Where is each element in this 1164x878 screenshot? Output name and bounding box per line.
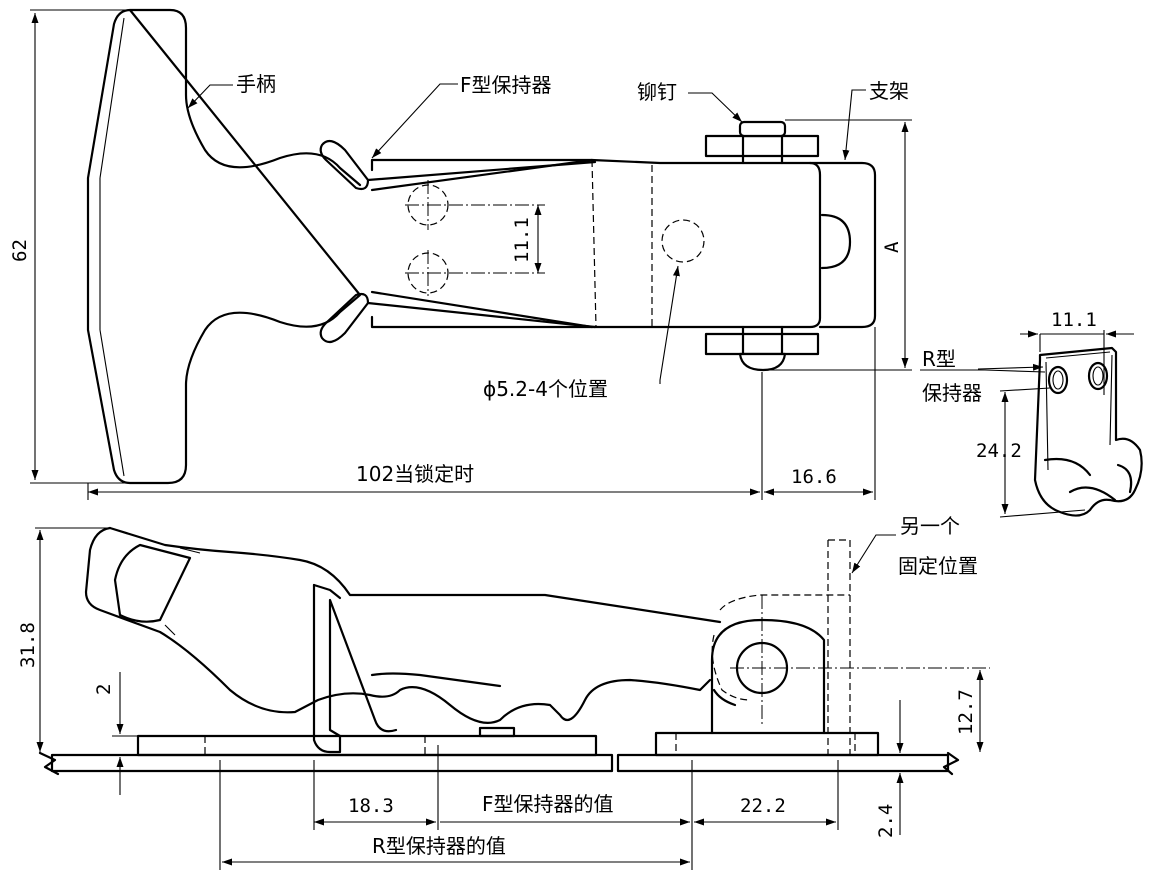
- r-keeper-label-line1: R型: [922, 347, 956, 371]
- alt-position-line2: 固定位置: [898, 554, 978, 578]
- handle-label: 手柄: [236, 72, 276, 96]
- rivet-top: [704, 120, 820, 165]
- mount-plate-left: [50, 753, 614, 773]
- side-handle: [84, 526, 712, 724]
- r-keeper-dim-spacing: 11.1: [1051, 309, 1097, 331]
- r-keeper-dim-height: 24.2: [976, 440, 1022, 462]
- f-keeper-label: F型保持器: [460, 73, 552, 97]
- alt-position-line1: 另一个: [900, 514, 960, 538]
- f-keeper-upper: [319, 139, 370, 191]
- latch-base: [136, 734, 598, 757]
- dim-18-3: 18.3: [348, 795, 394, 817]
- rivet-label: 铆钉: [637, 80, 677, 104]
- f-keeper-value: F型保持器的值: [482, 792, 614, 816]
- handle-outline: [86, 8, 362, 485]
- r-keeper-value: R型保持器的值: [372, 834, 506, 858]
- r-keeper-view: [920, 330, 1143, 518]
- dim-length-locked: 102当锁定时: [356, 462, 474, 486]
- pivot-bracket: [710, 618, 826, 735]
- dim-62: 62: [9, 239, 31, 262]
- side-view: [35, 526, 990, 870]
- rivet-bottom: [704, 325, 820, 372]
- f-keeper-lower: [319, 292, 370, 344]
- r-keeper-label-line2: 保持器: [922, 381, 982, 405]
- dim-offset: 16.6: [791, 466, 837, 488]
- dim-a: A: [881, 241, 903, 253]
- dim-31-8: 31.8: [17, 622, 39, 668]
- hole-3: [661, 219, 705, 263]
- bracket-base: [654, 731, 880, 757]
- bracket-label: 支架: [869, 79, 909, 103]
- dim-2: 2: [93, 684, 115, 695]
- mount-plate-right: [616, 753, 950, 773]
- dim-2-4: 2.4: [875, 804, 897, 838]
- alternate-position: [711, 539, 851, 760]
- holes-label: ϕ5.2-4个位置: [483, 377, 608, 401]
- top-view: [30, 8, 912, 500]
- dim-12-7: 12.7: [955, 689, 977, 735]
- dim-hole-spacing: 11.1: [511, 217, 533, 263]
- dim-22-2: 22.2: [740, 795, 786, 817]
- bracket: [808, 161, 877, 329]
- side-keeper-plate: [312, 583, 398, 754]
